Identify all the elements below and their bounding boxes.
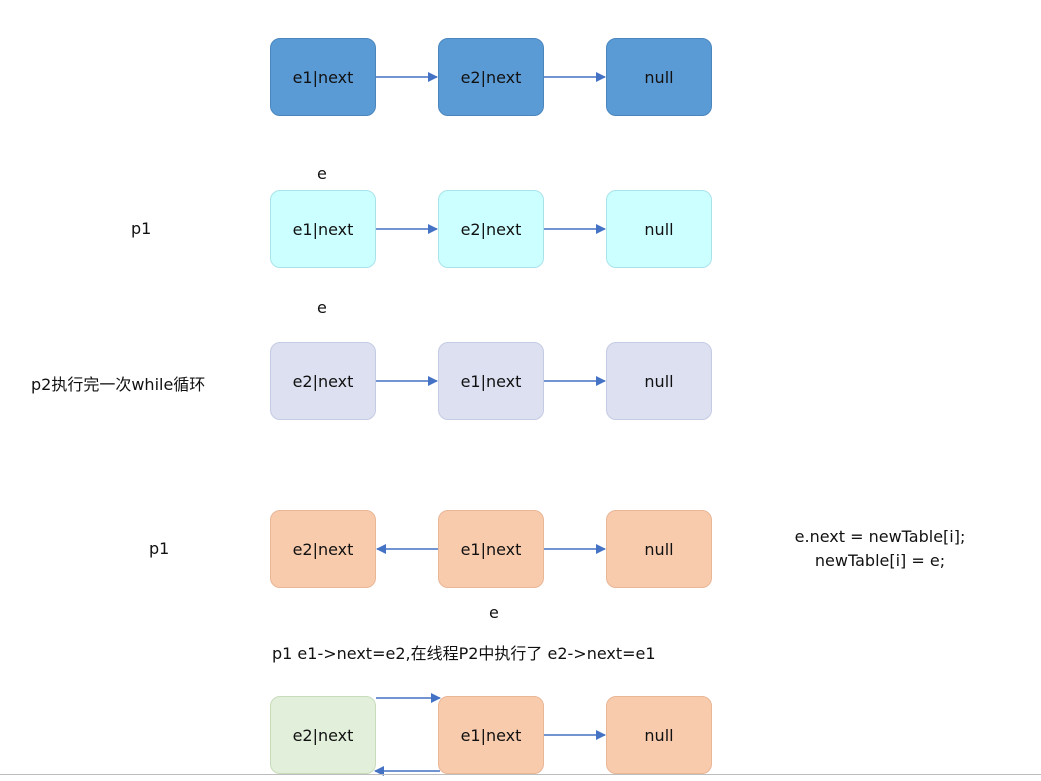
row5-node-1: e2|next xyxy=(270,696,376,774)
row2-side-label: p1 xyxy=(131,219,152,238)
code-line-2: newTable[i] = e; xyxy=(814,551,946,570)
row1-node-2: e2|next xyxy=(438,38,544,116)
row3-side-label: p2执行完一次while循环 xyxy=(31,375,206,394)
row3-node-1: e2|next xyxy=(270,342,376,420)
row4-node-2: e1|next xyxy=(438,510,544,588)
row2-node-2: e2|next xyxy=(438,190,544,268)
row2-pointer-e: e xyxy=(317,164,327,183)
code-line-1: e.next = newTable[i]; xyxy=(794,527,966,546)
row1-node-3: null xyxy=(606,38,712,116)
row2-node-3: null xyxy=(606,190,712,268)
row4-pointer-e: e xyxy=(489,603,499,622)
row5-node-2: e1|next xyxy=(438,696,544,774)
row1-node-1: e1|next xyxy=(270,38,376,116)
row4-side-label: p1 xyxy=(149,539,170,558)
row5-node-3: null xyxy=(606,696,712,774)
row3-node-2: e1|next xyxy=(438,342,544,420)
bottom-divider xyxy=(0,774,1041,775)
row3-pointer-e: e xyxy=(317,298,327,317)
row4-node-3: null xyxy=(606,510,712,588)
row3-node-3: null xyxy=(606,342,712,420)
row4-node-1: e2|next xyxy=(270,510,376,588)
row2-node-1: e1|next xyxy=(270,190,376,268)
row5-caption: p1 e1->next=e2,在线程P2中执行了 e2->next=e1 xyxy=(272,644,656,663)
